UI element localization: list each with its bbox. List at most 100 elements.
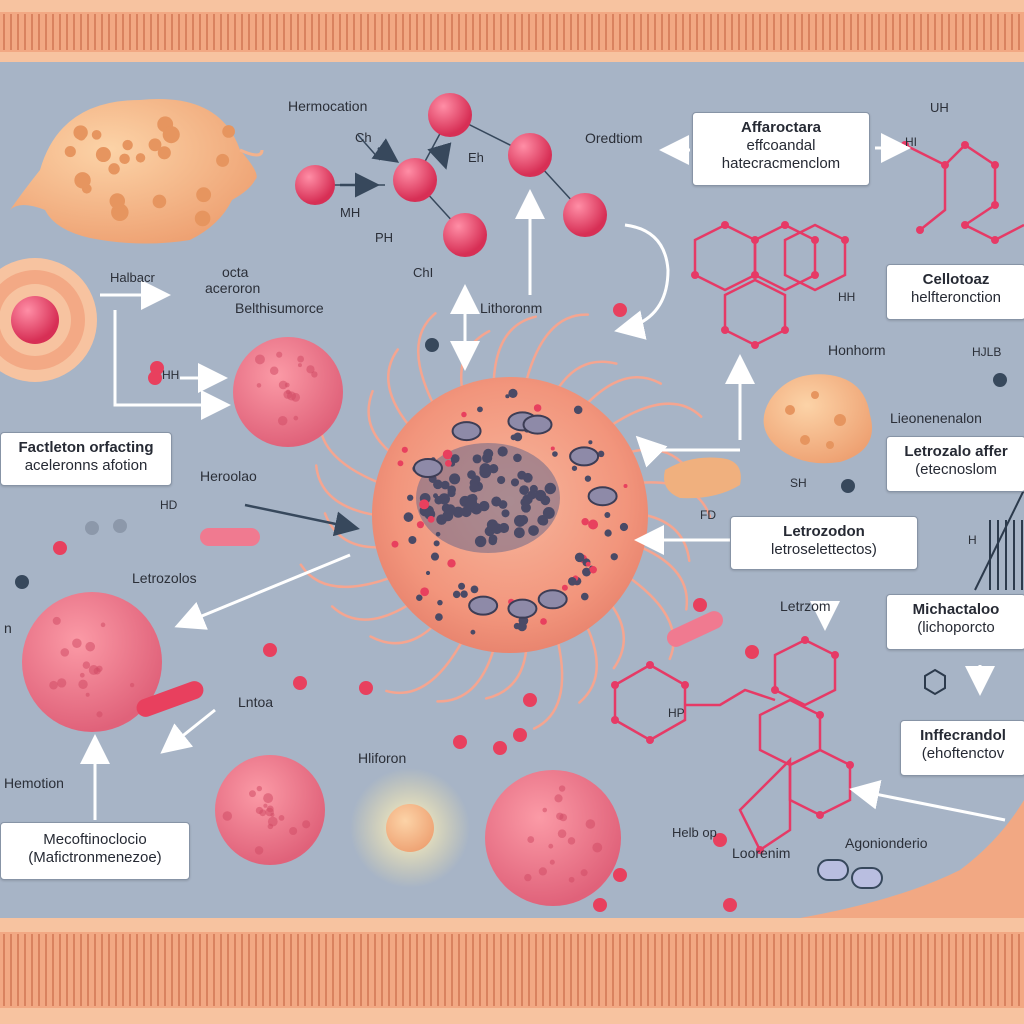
label-ph: PH [375, 230, 394, 245]
label-hhr: HH [838, 290, 856, 304]
atom [681, 681, 689, 689]
atom [831, 651, 839, 659]
box-letrozodon-line1: Letrozodon [783, 523, 865, 540]
label-n: n [4, 620, 12, 636]
molecule [428, 93, 472, 137]
box-letrozodon: Letrozodon letroselettectos) [730, 516, 918, 570]
molecule-dot [493, 741, 507, 755]
molecule-dot [359, 681, 373, 695]
label-oredtion: Oredtiom [585, 130, 643, 146]
label-lithoronm: Lithoronm [480, 300, 543, 316]
atom [991, 236, 999, 244]
atom [771, 686, 779, 694]
molecule [443, 213, 487, 257]
label-hib: HJLB [972, 345, 1002, 359]
atom [991, 201, 999, 209]
molecule-dot [53, 541, 67, 555]
label-letrozolos: Letrozolos [132, 570, 197, 586]
box-factleton: Factleton orfacting aceleronns afotion [0, 432, 172, 486]
label-belthi: Belthisumorce [235, 300, 324, 316]
box-affaroctara-line1: Affaroctara [740, 119, 822, 136]
box-cellotoaz-line2: helfteronction [910, 289, 1002, 306]
molecule-dot [148, 371, 162, 385]
atom [961, 141, 969, 149]
label-hormocation: Hermocation [288, 98, 368, 114]
box-factleton-line1: Factleton orfacting [18, 439, 154, 456]
label-letrzom: Letrzom [780, 598, 831, 614]
atom [816, 811, 824, 819]
atom [721, 221, 729, 229]
atom [811, 271, 819, 279]
box-cellotoaz: Cellotoaz helfteronction [886, 264, 1024, 320]
box-affaroctara: Affaroctara effcoandal hatecracmenclom [692, 112, 870, 186]
atom [991, 161, 999, 169]
molecule-dot [85, 521, 99, 535]
ringed-cell-left [0, 258, 97, 382]
capsule [200, 528, 260, 546]
label-hh: HH [162, 368, 180, 382]
molecule-dot [613, 868, 627, 882]
molecule-dot [425, 338, 439, 352]
top-membrane [0, 0, 1024, 62]
molecule-dot [613, 303, 627, 317]
label-octa-2: aceroron [205, 280, 261, 296]
right-bar-stripes [974, 489, 1024, 591]
box-inffecrandol-line2: (ehoftenctov [921, 745, 1005, 762]
atom [611, 716, 619, 724]
atom [721, 326, 729, 334]
box-factleton-line2: aceleronns afotion [24, 457, 148, 474]
chemical-structure-bottom [611, 636, 854, 854]
atom [961, 221, 969, 229]
box-letrozodon-line2: letroselettectos) [771, 541, 877, 558]
molecule-dot [453, 735, 467, 749]
atom [811, 236, 819, 244]
spiky-cell-top-left [10, 99, 264, 244]
molecule-dot [113, 519, 127, 533]
label-hd: HD [160, 498, 178, 512]
box-affaroctara-line2: effcoandal [746, 137, 816, 154]
molecule-dot [713, 833, 727, 847]
molecule [295, 165, 335, 205]
atom [611, 681, 619, 689]
atom [841, 236, 849, 244]
molecule-dot [693, 598, 707, 612]
molecule-dot [15, 575, 29, 589]
pink-cell [22, 592, 162, 732]
box-letrozalo-line1: Letrozalo affer [904, 443, 1008, 460]
molecule-dot [723, 898, 737, 912]
chemical-structure-right [901, 141, 1024, 244]
atom [751, 341, 759, 349]
dark-arrows [244, 138, 452, 537]
box-mecoftinoclocio: Mecoftinoclocio (Mafictronmenezoe) [0, 822, 190, 880]
molecule-dot [263, 643, 277, 657]
label-uh: UH [930, 100, 949, 115]
label-ch-top: Ch [355, 130, 372, 145]
label-hp: HP [668, 706, 685, 720]
box-michactaloo-line2: (lichoporcto [917, 619, 995, 636]
label-hliforon: Hliforon [358, 750, 407, 766]
atom [801, 636, 809, 644]
small-hexagon-icon [924, 668, 946, 696]
molecule-dot [841, 479, 855, 493]
bottom-membrane [0, 800, 1024, 1024]
molecule-dot [993, 373, 1007, 387]
box-cellotoaz-line1: Cellotoaz [922, 271, 990, 288]
label-halbacr: Halbacr [110, 270, 155, 285]
box-inffecrandol: Inffecrandol (ehoftenctov [900, 720, 1024, 776]
atom [846, 761, 854, 769]
peach-cell-right [664, 374, 872, 499]
label-lntoa: Lntoa [238, 694, 274, 710]
atom [781, 221, 789, 229]
label-chl: ChI [413, 265, 434, 280]
molecule-dot [523, 693, 537, 707]
box-affaroctara-line3: hatecracmenclom [721, 155, 841, 172]
atom [646, 736, 654, 744]
label-hl: HI [905, 135, 917, 149]
capsule [851, 867, 883, 889]
label-lieo: Lieonenenalon [890, 410, 982, 426]
glowing-cell [350, 768, 470, 888]
capsule [666, 611, 724, 647]
molecule [393, 158, 437, 202]
box-mecoftinoclocio-line1: Mecoftinoclocio [43, 831, 147, 848]
